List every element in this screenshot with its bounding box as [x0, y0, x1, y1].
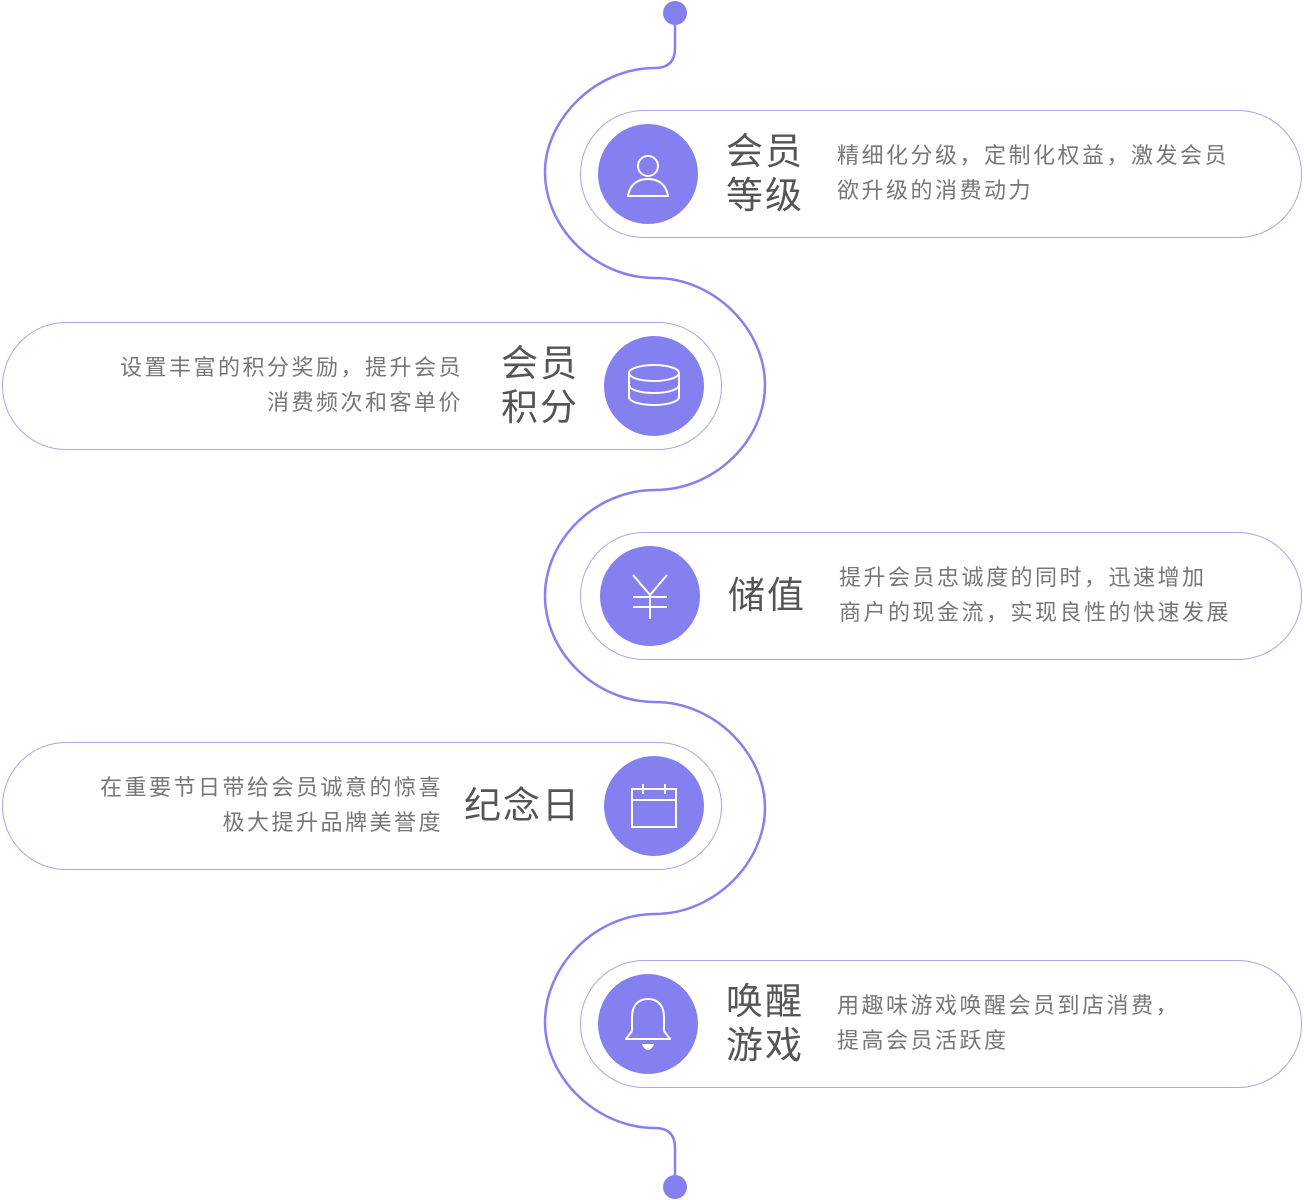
- feature-desc-line2: 消费频次和客单价: [266, 390, 463, 416]
- feature-card-member-points: 会员 积分 设置丰富的积分奖励，提升会员 消费频次和客单价: [2, 322, 722, 450]
- feature-card-anniversary: 纪念日 在重要节日带给会员诚意的惊喜 极大提升品牌美誉度: [2, 742, 722, 870]
- feature-icon-circle: [604, 336, 704, 436]
- feature-icon-circle: [598, 974, 698, 1074]
- feature-card-wake-up-game: 唤醒 游戏 用趣味游戏唤醒会员到店消费， 提高会员活跃度: [580, 960, 1302, 1088]
- feature-description: 设置丰富的积分奖励，提升会员 消费频次和客单价: [120, 323, 463, 448]
- feature-title-line1: 会员: [726, 129, 804, 173]
- feature-desc-line1: 提升会员忠诚度的同时，迅速增加: [839, 565, 1207, 591]
- feature-desc-line2: 极大提升品牌美誉度: [222, 810, 443, 836]
- feature-card-stored-value: 储值 提升会员忠诚度的同时，迅速增加 商户的现金流，实现良性的快速发展: [580, 532, 1302, 660]
- feature-desc-line1: 在重要节日带给会员诚意的惊喜: [99, 775, 443, 801]
- feature-description: 提升会员忠诚度的同时，迅速增加 商户的现金流，实现良性的快速发展: [839, 533, 1231, 658]
- feature-card-member-level: 会员 等级 精细化分级，定制化权益，激发会员 欲升级的消费动力: [580, 110, 1302, 238]
- bell-icon: [625, 998, 671, 1050]
- feature-desc-line1: 设置丰富的积分奖励，提升会员: [119, 355, 463, 381]
- feature-description: 用趣味游戏唤醒会员到店消费， 提高会员活跃度: [837, 961, 1180, 1086]
- feature-description: 在重要节日带给会员诚意的惊喜 极大提升品牌美誉度: [100, 743, 443, 868]
- calendar-icon: [631, 784, 677, 828]
- feature-desc-line1: 用趣味游戏唤醒会员到店消费，: [837, 993, 1181, 1019]
- feature-title-line1: 会员: [501, 341, 579, 385]
- feature-desc-line2: 欲升级的消费动力: [837, 178, 1034, 204]
- feature-title-line1: 纪念日: [464, 783, 581, 827]
- feature-desc-line1: 精细化分级，定制化权益，激发会员: [837, 143, 1230, 169]
- feature-title-line2: 等级: [726, 173, 804, 217]
- feature-desc-line2: 提高会员活跃度: [837, 1028, 1009, 1054]
- feature-title-line2: 游戏: [726, 1023, 804, 1067]
- feature-title: 储值: [728, 533, 806, 658]
- feature-icon-circle: [598, 124, 698, 224]
- path-start-dot: [663, 1, 687, 25]
- coins-stack-icon: [628, 364, 680, 407]
- feature-title-line1: 唤醒: [726, 979, 804, 1023]
- feature-title-line2: 积分: [501, 385, 579, 429]
- feature-title: 会员 等级: [726, 111, 804, 236]
- path-end-dot: [663, 1175, 687, 1199]
- feature-desc-line2: 商户的现金流，实现良性的快速发展: [839, 600, 1232, 626]
- feature-title-line1: 储值: [728, 573, 806, 617]
- yuan-icon: [632, 574, 668, 619]
- feature-title: 唤醒 游戏: [726, 961, 804, 1086]
- feature-title: 会员 积分: [501, 323, 579, 448]
- feature-description: 精细化分级，定制化权益，激发会员 欲升级的消费动力: [837, 111, 1229, 236]
- feature-title: 纪念日: [464, 743, 581, 868]
- user-icon: [627, 155, 669, 197]
- feature-icon-circle: [600, 546, 700, 646]
- feature-icon-circle: [604, 756, 704, 856]
